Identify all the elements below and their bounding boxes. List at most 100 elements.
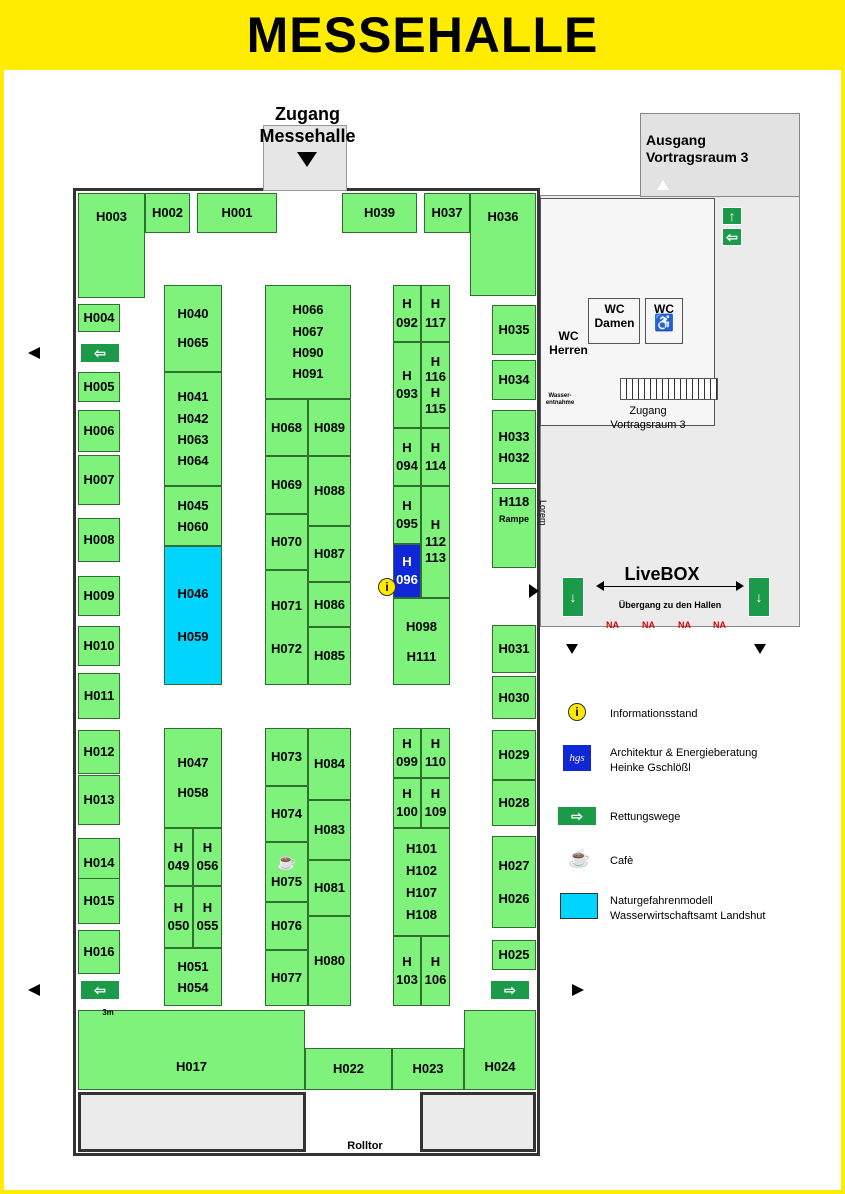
info-stand-icon: i	[378, 578, 396, 596]
booth-label-2: H060	[177, 519, 209, 534]
booth-label-2: 100	[396, 804, 418, 819]
booth-H039[interactable]: H039	[342, 193, 417, 233]
booth-H086[interactable]: H086	[308, 582, 351, 627]
booth-H037[interactable]: H037	[424, 193, 470, 233]
title-bar: MESSEHALLE	[0, 0, 845, 70]
booth-H012[interactable]: H012	[78, 730, 120, 774]
booth-H069[interactable]: H069	[265, 456, 308, 514]
booth-H083[interactable]: H083	[308, 800, 351, 860]
booth-H004[interactable]: H004	[78, 304, 120, 332]
booth-H077[interactable]: H077	[265, 950, 308, 1006]
booth-label: H015	[83, 893, 115, 909]
booth-H087[interactable]: H087	[308, 526, 351, 582]
booth-H001[interactable]: H001	[197, 193, 277, 233]
zugang-vortrag-label: Zugang Vortragsraum 3	[598, 404, 698, 433]
booth-H075[interactable]: ☕H075	[265, 842, 308, 902]
booth-label-1: H101	[405, 840, 438, 856]
legend-arch-text: Architektur & Energieberatung Heinke Gsc…	[610, 746, 757, 776]
booth-H030[interactable]: H030	[492, 676, 536, 719]
booth-H068[interactable]: H068	[265, 399, 308, 456]
booth-H007[interactable]: H007	[78, 455, 120, 505]
booth-H008[interactable]: H008	[78, 518, 120, 562]
booth-label: H022	[332, 1061, 365, 1077]
booth-H074[interactable]: H074	[265, 786, 308, 842]
booth-H035[interactable]: H035	[492, 305, 536, 355]
booth-label-2: 106	[424, 972, 447, 987]
booth-H011[interactable]: H011	[78, 673, 120, 719]
zugang-vortrag-line2: Vortragsraum 3	[610, 419, 686, 432]
booth-H023[interactable]: H023	[392, 1048, 464, 1090]
booth-H088[interactable]: H088	[308, 456, 351, 526]
na-label-2: NA	[642, 620, 655, 630]
booth-H028[interactable]: H028	[492, 780, 536, 826]
booth-H034[interactable]: H034	[492, 360, 536, 400]
booth-H036[interactable]: H036	[470, 193, 536, 296]
na-label-1: NA	[606, 620, 619, 630]
booth-H002[interactable]: H002	[145, 193, 190, 233]
booth-H022[interactable]: H022	[305, 1048, 392, 1090]
booth-H010[interactable]: H010	[78, 626, 120, 666]
booth-H084[interactable]: H084	[308, 728, 351, 800]
booth-H003[interactable]: H003	[78, 193, 145, 298]
lorem-label: Lorem	[538, 500, 548, 526]
booth-H017[interactable]: H017	[78, 1010, 305, 1090]
booth-H006[interactable]: H006	[78, 410, 120, 452]
booth-H073[interactable]: H073	[265, 728, 308, 786]
booth-H081[interactable]: H081	[308, 860, 351, 916]
booth-H085[interactable]: H085	[308, 627, 351, 685]
booth-H029[interactable]: H029	[492, 730, 536, 780]
booth-label: H024	[484, 1058, 516, 1074]
booth-H025[interactable]: H025	[492, 940, 536, 970]
booth-label: H081	[313, 880, 346, 896]
booth-H089[interactable]: H089	[308, 399, 351, 456]
booth-H015[interactable]: H015	[78, 878, 120, 924]
booth-H005[interactable]: H005	[78, 372, 120, 402]
booth-label-1: H	[430, 785, 441, 801]
booth-label-1: H	[402, 735, 412, 751]
booth-label-1: H	[402, 553, 412, 569]
booth-H031[interactable]: H031	[492, 625, 536, 673]
booth-label: H011	[83, 688, 115, 704]
booth-H016[interactable]: H016	[78, 930, 120, 974]
booth-H009[interactable]: H009	[78, 576, 120, 616]
booth-H013[interactable]: H013	[78, 775, 120, 825]
booth-H076[interactable]: H076	[265, 902, 308, 950]
booth-H080[interactable]: H080	[308, 916, 351, 1006]
booth-H024[interactable]: H024	[464, 1010, 536, 1090]
exit-sign-icon-top-1: ↑	[722, 207, 742, 225]
exit-sign-icon-top-2: ⇦	[722, 228, 742, 246]
booth-H070[interactable]: H070	[265, 514, 308, 570]
